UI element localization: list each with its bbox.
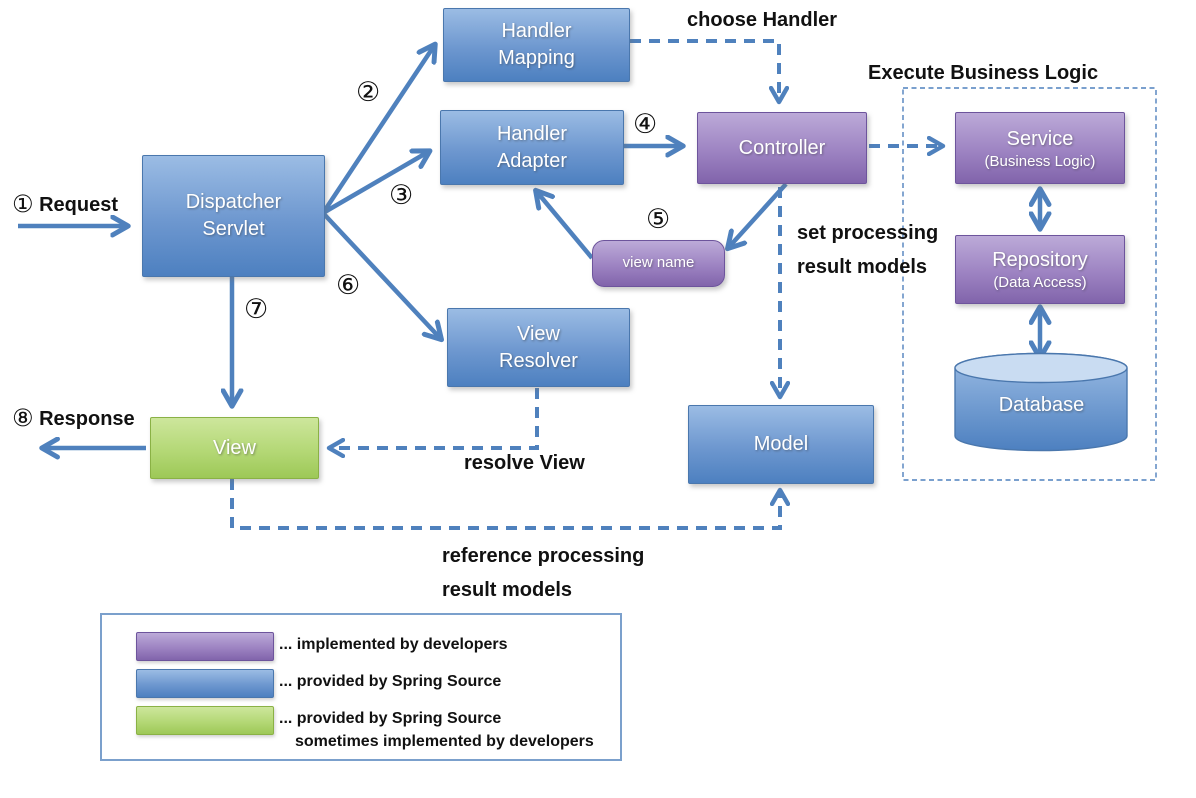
legend: ... implemented by developers ... provid… [100,613,622,761]
arrow-dispatcher-to-handler-adapter [321,152,428,215]
legend-item-green-line1: ... provided by Spring Source [279,710,502,727]
legend-swatch-green [136,706,274,735]
arrow-controller-to-view-name [729,182,788,247]
legend-item-green-line2: sometimes implemented by developers [295,733,594,750]
dashed-arrow-view-to-model [230,479,780,530]
legend-swatch-purple [136,632,274,661]
arrow-dispatcher-to-view-resolver [321,211,440,338]
arrow-dispatcher-to-handler-mapping [321,46,434,215]
legend-item-implemented-by-developers: ... implemented by developers [279,636,508,653]
business-logic-group-border [902,87,1157,481]
arrow-view-name-to-adapter [537,192,594,260]
dashed-arrow-resolver-to-view [331,388,539,448]
legend-item-provided-by-spring: ... provided by Spring Source [279,673,502,690]
legend-swatch-blue [136,669,274,698]
dashed-arrow-mapping-to-controller [630,39,779,100]
